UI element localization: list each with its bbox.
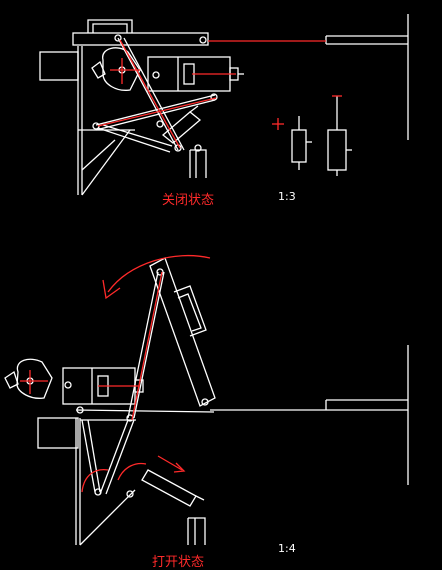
- figure-label-top: 1:3: [278, 190, 296, 203]
- motion-indicators: [20, 39, 342, 493]
- closed-state-drawing: [39, 14, 409, 196]
- rotation-arrow-icon: [107, 254, 211, 293]
- closed-state-label: 关闭状态: [162, 193, 214, 208]
- open-state-drawing: [4, 257, 409, 546]
- open-state-label: 打开状态: [152, 555, 204, 570]
- figure-label-bottom: 1:4: [278, 542, 296, 555]
- slide-arrow-icon: [157, 455, 183, 471]
